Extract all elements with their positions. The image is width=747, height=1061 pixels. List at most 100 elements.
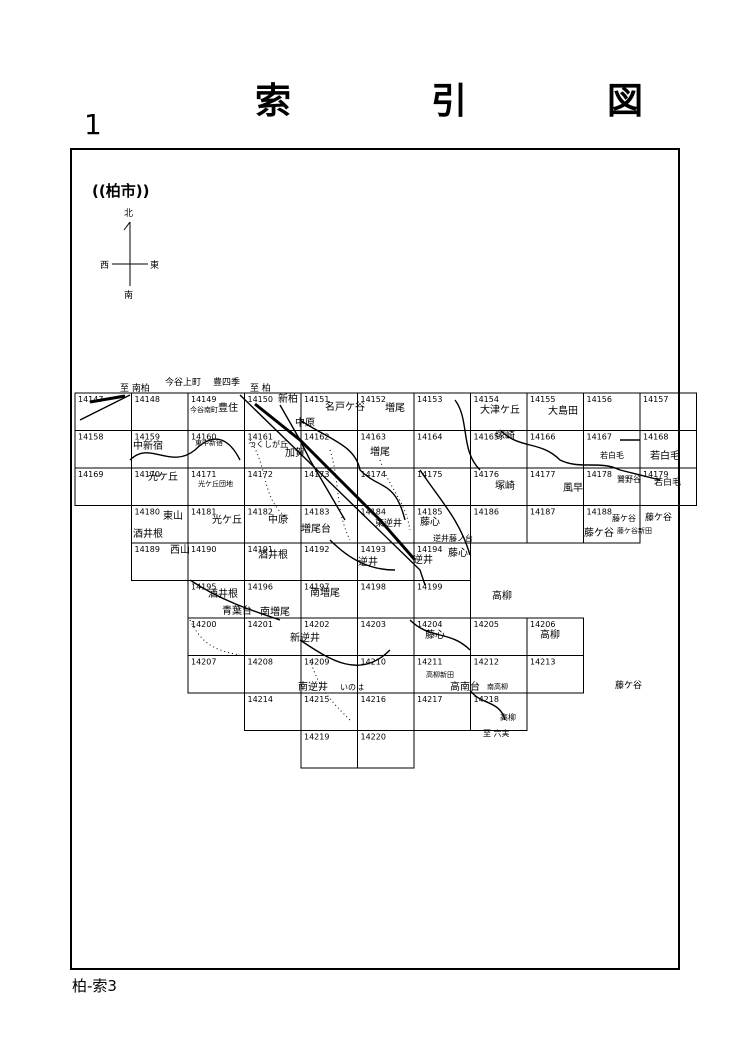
svg-text:光ケ丘: 光ケ丘 bbox=[148, 470, 178, 483]
sheet-number: 14212 bbox=[474, 658, 499, 667]
sheet-number: 14157 bbox=[643, 395, 668, 404]
sheet-box bbox=[583, 505, 641, 544]
svg-text:東中新宿: 東中新宿 bbox=[195, 438, 223, 447]
svg-text:藤心: 藤心 bbox=[448, 547, 468, 559]
boundary-dotted bbox=[189, 439, 411, 721]
sheet-number: 14177 bbox=[530, 470, 555, 479]
sheet-number: 14150 bbox=[248, 395, 273, 404]
sheet-number: 14160 bbox=[191, 433, 216, 442]
sheet-number: 14198 bbox=[361, 583, 386, 592]
sheet-number: 14204 bbox=[417, 620, 442, 629]
sheet-number: 14153 bbox=[417, 395, 442, 404]
svg-text:若白毛: 若白毛 bbox=[654, 476, 681, 488]
compass-south: 南 bbox=[124, 289, 133, 301]
svg-text:酒井根: 酒井根 bbox=[258, 548, 288, 561]
sheet-number: 14174 bbox=[361, 470, 386, 479]
sheet-number: 14164 bbox=[417, 433, 442, 442]
sheet-number: 14207 bbox=[191, 658, 216, 667]
sheet-number: 14183 bbox=[304, 508, 329, 517]
sheet-number: 14219 bbox=[304, 733, 329, 742]
sheet-number: 14214 bbox=[248, 695, 273, 704]
sheet-number: 14189 bbox=[135, 545, 160, 554]
sheet-number: 14182 bbox=[248, 508, 273, 517]
svg-text:逆井藤ノ台: 逆井藤ノ台 bbox=[433, 533, 473, 543]
sheet-number: 14218 bbox=[474, 695, 499, 704]
compass-east: 東 bbox=[150, 259, 159, 271]
sheet-number: 14163 bbox=[361, 433, 386, 442]
sheet-number: 14159 bbox=[135, 433, 160, 442]
svg-text:東逆井: 東逆井 bbox=[375, 517, 402, 529]
svg-text:南増尾: 南増尾 bbox=[310, 586, 340, 599]
sheet-number: 14148 bbox=[135, 395, 160, 404]
sheet-number: 14220 bbox=[361, 733, 386, 742]
svg-text:高柳: 高柳 bbox=[540, 628, 560, 641]
sheet-number: 14171 bbox=[191, 470, 216, 479]
page-title: 索 引 図 bbox=[255, 81, 696, 122]
sheet-number: 14199 bbox=[417, 583, 442, 592]
svg-text:今谷南町: 今谷南町 bbox=[190, 405, 218, 414]
sheet-number: 14195 bbox=[191, 583, 216, 592]
sheet-number: 14201 bbox=[248, 620, 273, 629]
svg-text:若白毛: 若白毛 bbox=[600, 450, 624, 460]
sheet-number: 14208 bbox=[248, 658, 273, 667]
sheet-number: 14190 bbox=[191, 545, 216, 554]
svg-text:高柳: 高柳 bbox=[500, 712, 516, 722]
svg-text:酒井根: 酒井根 bbox=[208, 587, 238, 600]
sheet-number: 14162 bbox=[304, 433, 329, 442]
sheet-box bbox=[526, 655, 584, 694]
sheet-number: 14203 bbox=[361, 620, 386, 629]
sheet-number: 14188 bbox=[587, 508, 612, 517]
sheet-number: 14179 bbox=[643, 470, 668, 479]
boundary-lines bbox=[79, 394, 661, 721]
sheet-number: 14216 bbox=[361, 695, 386, 704]
place-labels: 至 南柏 今谷上町 豊四季 至 柏 今谷南町 豊住 新柏 名戸ケ谷 増尾 大津ケ… bbox=[120, 376, 681, 738]
sheet-number: 14181 bbox=[191, 508, 216, 517]
sheet-number: 14193 bbox=[361, 545, 386, 554]
svg-text:逆井: 逆井 bbox=[358, 555, 378, 568]
sheet-number: 14187 bbox=[530, 508, 555, 517]
svg-text:塚崎: 塚崎 bbox=[495, 429, 515, 442]
sheet-box bbox=[470, 692, 528, 731]
sheet-number: 14178 bbox=[587, 470, 612, 479]
sheet-number: 14172 bbox=[248, 470, 273, 479]
svg-text:至 南柏: 至 南柏 bbox=[120, 382, 150, 394]
svg-text:南逆井: 南逆井 bbox=[298, 680, 328, 693]
sheet-number: 14147 bbox=[78, 395, 103, 404]
svg-text:中原: 中原 bbox=[295, 416, 315, 429]
railway-line bbox=[89, 394, 417, 561]
sheet-box bbox=[357, 730, 415, 769]
compass-west: 西 bbox=[100, 260, 109, 271]
sheet-number: 14166 bbox=[530, 433, 555, 442]
sheet-number: 14165 bbox=[474, 433, 499, 442]
svg-text:名戸ケ谷: 名戸ケ谷 bbox=[325, 400, 365, 413]
footer-label: 柏-索3 bbox=[72, 977, 117, 995]
sheet-number: 14170 bbox=[135, 470, 160, 479]
sheet-number: 14194 bbox=[417, 545, 442, 554]
sheet-number: 14169 bbox=[78, 470, 103, 479]
sheet-number: 14215 bbox=[304, 695, 329, 704]
svg-text:高南台: 高南台 bbox=[450, 680, 480, 693]
svg-text:加賀: 加賀 bbox=[285, 447, 305, 459]
svg-text:高柳新田: 高柳新田 bbox=[426, 670, 454, 679]
svg-text:藤ケ谷: 藤ケ谷 bbox=[612, 513, 636, 523]
svg-text:豊住: 豊住 bbox=[218, 401, 238, 414]
sheet-number: 14156 bbox=[587, 395, 612, 404]
svg-text:増尾: 増尾 bbox=[385, 401, 405, 414]
svg-text:藤ケ谷: 藤ケ谷 bbox=[645, 511, 672, 523]
svg-text:豊四季: 豊四季 bbox=[213, 376, 240, 388]
svg-text:風早: 風早 bbox=[563, 482, 583, 494]
sheet-number: 14149 bbox=[191, 395, 216, 404]
sheet-number: 14205 bbox=[474, 620, 499, 629]
sheet-number: 14176 bbox=[474, 470, 499, 479]
svg-text:新逆井: 新逆井 bbox=[290, 631, 320, 644]
svg-text:中原: 中原 bbox=[268, 513, 288, 526]
sheet-number: 14186 bbox=[474, 508, 499, 517]
sheet-number: 14196 bbox=[248, 583, 273, 592]
svg-text:南増尾: 南増尾 bbox=[260, 605, 290, 618]
svg-text:今谷上町: 今谷上町 bbox=[165, 376, 201, 388]
svg-text:南高柳: 南高柳 bbox=[487, 682, 508, 691]
svg-text:藤ケ谷新田: 藤ケ谷新田 bbox=[617, 526, 652, 535]
sheet-number: 14185 bbox=[417, 508, 442, 517]
